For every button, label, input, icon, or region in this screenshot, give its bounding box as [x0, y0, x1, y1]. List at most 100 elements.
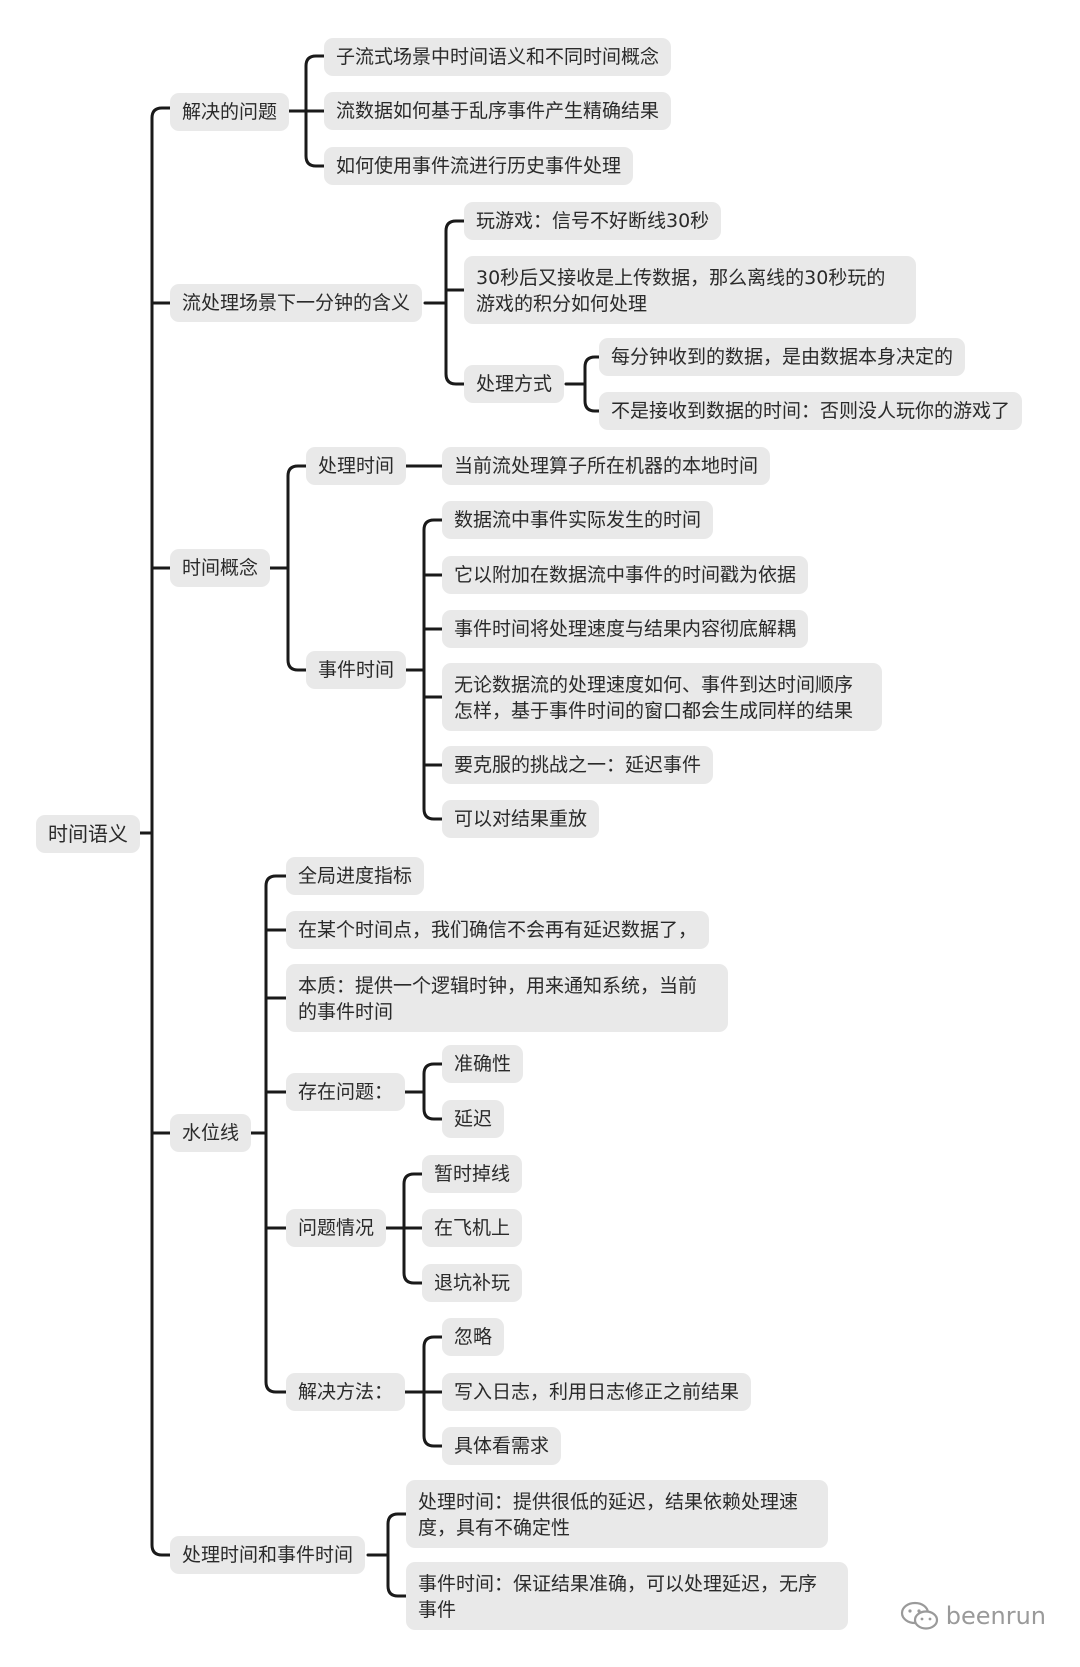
node-text: 流数据如何基于乱序事件产生精确结果 — [336, 100, 660, 122]
node-text: 子流式场景中时间语义和不同时间概念 — [336, 46, 660, 68]
node-text: 处理时间 — [318, 455, 395, 477]
node-text-block: 事件时间：保证结果准确，可以处理延迟，无序 事件 — [418, 1571, 817, 1623]
method-item[interactable]: 每分钟收到的数据，是由数据本身决定的 — [599, 338, 966, 376]
node-text-line: 无论数据流的处理速度如何、事件到达时间顺序 — [454, 674, 854, 696]
node-text: 当前流处理算子所在机器的本地时间 — [454, 455, 759, 477]
watermark-solutions[interactable]: 解决方法： — [286, 1373, 406, 1411]
problem-item[interactable]: 如何使用事件流进行历史事件处理 — [324, 147, 634, 185]
branch-problems[interactable]: 解决的问题 — [170, 93, 290, 131]
solution-item[interactable]: 写入日志，利用日志修正之前结果 — [442, 1373, 752, 1411]
watermark-cases[interactable]: 问题情况 — [286, 1209, 387, 1247]
event-time-challenge[interactable]: 要克服的挑战之一：延迟事件 — [442, 746, 714, 784]
case-item[interactable]: 在飞机上 — [422, 1209, 523, 1247]
node-text: 不是接收到数据的时间：否则没人玩你的游戏了 — [611, 400, 1011, 422]
solution-item[interactable]: 忽略 — [442, 1318, 505, 1356]
node-text: 写入日志，利用日志修正之前结果 — [454, 1381, 740, 1403]
node-text: 可以对结果重放 — [454, 808, 588, 830]
event-time-item[interactable]: 事件时间将处理速度与结果内容彻底解耦 — [442, 610, 809, 648]
connector — [264, 874, 288, 1394]
connector — [386, 1512, 408, 1598]
node-text: 全局进度指标 — [298, 865, 413, 887]
branch-time-concepts[interactable]: 时间概念 — [170, 549, 271, 587]
brand-watermark: beenrun — [900, 1601, 1046, 1631]
node-text: 问题情况 — [298, 1217, 375, 1239]
branch-one-minute[interactable]: 流处理场景下一分钟的含义 — [170, 284, 423, 322]
node-text: 准确性 — [454, 1053, 512, 1075]
event-time-result[interactable]: 无论数据流的处理速度如何、事件到达时间顺序 怎样，基于事件时间的窗口都会生成同样… — [442, 663, 882, 731]
node-text: 忽略 — [454, 1326, 493, 1348]
node-text-line: 的事件时间 — [298, 1001, 394, 1023]
node-text: 数据流中事件实际发生的时间 — [454, 509, 702, 531]
issue-item[interactable]: 准确性 — [442, 1045, 524, 1083]
node-text-block: 本质：提供一个逻辑时钟，用来通知系统，当前 的事件时间 — [298, 973, 697, 1025]
branch-compare[interactable]: 处理时间和事件时间 — [170, 1536, 366, 1574]
connector — [422, 518, 444, 821]
node-text: 事件时间 — [318, 659, 395, 681]
node-text: 退坑补玩 — [434, 1272, 511, 1294]
event-time-node[interactable]: 事件时间 — [306, 651, 407, 689]
connector — [422, 1062, 444, 1121]
node-text-line: 怎样，基于事件时间的窗口都会生成同样的结果 — [454, 700, 854, 722]
event-time-item[interactable]: 数据流中事件实际发生的时间 — [442, 501, 714, 539]
node-text: 延迟 — [454, 1108, 493, 1130]
upload-node[interactable]: 30秒后又接收是上传数据，那么离线的30秒玩的 游戏的积分如何处理 — [464, 256, 916, 324]
root-node[interactable]: 时间语义 — [36, 815, 140, 853]
watermark-issues[interactable]: 存在问题： — [286, 1073, 406, 1111]
node-text: 如何使用事件流进行历史事件处理 — [336, 155, 622, 177]
case-item[interactable]: 退坑补玩 — [422, 1264, 523, 1302]
node-text-block: 30秒后又接收是上传数据，那么离线的30秒玩的 游戏的积分如何处理 — [476, 265, 885, 317]
node-text: 具体看需求 — [454, 1435, 550, 1457]
solution-item[interactable]: 具体看需求 — [442, 1427, 562, 1465]
method-node[interactable]: 处理方式 — [464, 365, 565, 403]
node-text: 暂时掉线 — [434, 1163, 511, 1185]
watermark-essence[interactable]: 本质：提供一个逻辑时钟，用来通知系统，当前 的事件时间 — [286, 964, 728, 1032]
node-text: 它以附加在数据流中事件的时间戳为依据 — [454, 564, 797, 586]
connector — [286, 464, 308, 672]
root-label: 时间语义 — [48, 822, 128, 846]
node-text-block: 处理时间：提供很低的延迟，结果依赖处理速 度，具有不确定性 — [418, 1489, 798, 1541]
compare-event[interactable]: 事件时间：保证结果准确，可以处理延迟，无序 事件 — [406, 1562, 848, 1630]
method-item[interactable]: 不是接收到数据的时间：否则没人玩你的游戏了 — [599, 392, 1023, 430]
node-text-line: 30秒后又接收是上传数据，那么离线的30秒玩的 — [476, 267, 886, 289]
connector — [150, 106, 172, 1557]
branch-label: 解决的问题 — [182, 101, 278, 123]
node-text: 每分钟收到的数据，是由数据本身决定的 — [611, 346, 954, 368]
processing-time-node[interactable]: 处理时间 — [306, 447, 407, 485]
event-time-item[interactable]: 它以附加在数据流中事件的时间戳为依据 — [442, 556, 809, 594]
event-time-replay[interactable]: 可以对结果重放 — [442, 800, 600, 838]
watermark-confident[interactable]: 在某个时间点，我们确信不会再有延迟数据了， — [286, 911, 710, 949]
branch-label: 水位线 — [182, 1122, 240, 1144]
node-text-line: 处理时间：提供很低的延迟，结果依赖处理速 — [418, 1491, 799, 1513]
node-text: 要克服的挑战之一：延迟事件 — [454, 754, 702, 776]
node-text: 处理方式 — [476, 373, 553, 395]
problem-item[interactable]: 子流式场景中时间语义和不同时间概念 — [324, 38, 672, 76]
node-text: 存在问题： — [298, 1081, 394, 1103]
case-item[interactable]: 暂时掉线 — [422, 1155, 523, 1193]
watermark-progress[interactable]: 全局进度指标 — [286, 857, 425, 895]
node-text: 玩游戏：信号不好断线30秒 — [476, 210, 710, 232]
compare-processing[interactable]: 处理时间：提供很低的延迟，结果依赖处理速 度，具有不确定性 — [406, 1480, 828, 1548]
node-text-block: 无论数据流的处理速度如何、事件到达时间顺序 怎样，基于事件时间的窗口都会生成同样… — [454, 672, 853, 724]
connector — [583, 355, 601, 413]
issue-item[interactable]: 延迟 — [442, 1100, 505, 1138]
node-text-line: 游戏的积分如何处理 — [476, 293, 648, 315]
node-text-line: 度，具有不确定性 — [418, 1517, 571, 1539]
processing-time-desc[interactable]: 当前流处理算子所在机器的本地时间 — [442, 447, 771, 485]
connector — [444, 219, 466, 386]
node-text-line: 本质：提供一个逻辑时钟，用来通知系统，当前 — [298, 975, 698, 997]
node-text: 在某个时间点，我们确信不会再有延迟数据了， — [298, 919, 698, 941]
branch-watermark[interactable]: 水位线 — [170, 1114, 252, 1152]
branch-label: 流处理场景下一分钟的含义 — [182, 292, 411, 314]
wechat-icon — [900, 1601, 940, 1631]
game-node[interactable]: 玩游戏：信号不好断线30秒 — [464, 202, 722, 240]
node-text: 解决方法： — [298, 1381, 394, 1403]
problem-item[interactable]: 流数据如何基于乱序事件产生精确结果 — [324, 92, 672, 130]
node-text-line: 事件 — [418, 1599, 457, 1621]
branch-label: 处理时间和事件时间 — [182, 1544, 354, 1566]
branch-label: 时间概念 — [182, 557, 259, 579]
node-text-line: 事件时间：保证结果准确，可以处理延迟，无序 — [418, 1573, 818, 1595]
brand-name: beenrun — [945, 1602, 1046, 1630]
node-text: 事件时间将处理速度与结果内容彻底解耦 — [454, 618, 797, 640]
